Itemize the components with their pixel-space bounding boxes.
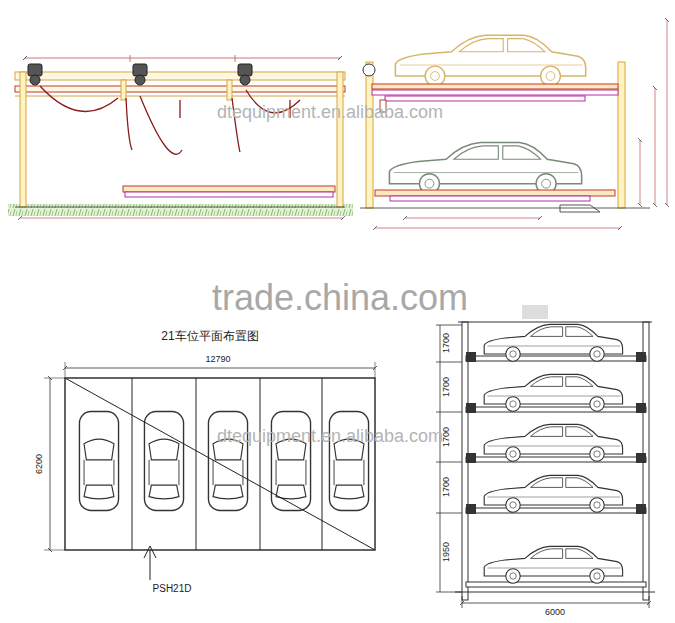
dimension: 6000	[544, 608, 566, 618]
plan-view	[44, 362, 375, 580]
model-number: PSH21D	[153, 583, 192, 594]
multi-level-elevation	[436, 305, 655, 608]
front-elevation	[8, 55, 353, 218]
dimension: 12790	[204, 355, 231, 365]
dimension: 1700	[442, 376, 452, 398]
dimension: 1950	[442, 541, 452, 563]
watermark: dtequipment.en.alibaba.com	[217, 427, 443, 447]
dimension: 6200	[35, 453, 45, 475]
dimension: 1700	[442, 426, 452, 448]
side-elevation	[360, 20, 667, 228]
drawing-title: 21车位平面布置图	[161, 330, 258, 343]
dimension: 1700	[442, 476, 452, 498]
watermark: dtequipment.en.alibaba.com	[217, 103, 443, 123]
dimension: 1700	[442, 332, 452, 354]
watermark: trade.china.com	[212, 278, 468, 318]
